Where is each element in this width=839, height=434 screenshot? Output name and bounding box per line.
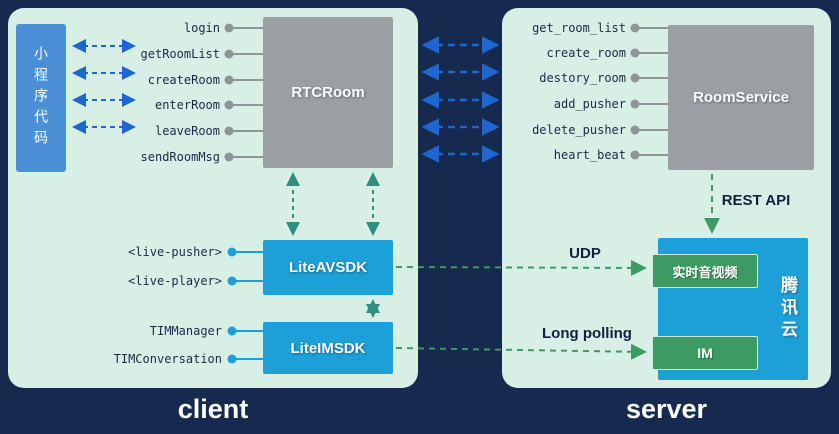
miniprogram-code-label: 小程序代码 (33, 45, 49, 151)
srv-method-destory-room: destory_room (539, 71, 626, 85)
trtc-service-box: 实时音视频 (652, 254, 758, 288)
server-footer-label: server (625, 394, 708, 424)
srv-method-delete-pusher: delete_pusher (532, 123, 626, 137)
trtc-service-label: 实时音视频 (672, 264, 738, 280)
client-server-arrows (421, 36, 500, 163)
liteavsdk-box: LiteAVSDK (263, 240, 393, 295)
timconversation-label: TIMConversation (113, 352, 222, 366)
live-pusher-label: <live-pusher> (128, 245, 222, 259)
rtc-method-login: login (183, 21, 220, 35)
im-service-label: IM (697, 345, 713, 361)
rtcroom-box: RTCRoom (263, 17, 393, 168)
srv-method-get-room-list: get_room_list (532, 21, 626, 35)
live-player-label: <live-player> (128, 274, 222, 288)
srv-method-heart-beat: heart_beat (553, 148, 626, 162)
rtc-method-sendroommsg: sendRoomMsg (140, 150, 220, 164)
rtc-method-enterroom: enterRoom (154, 98, 220, 112)
timmanager-label: TIMManager (149, 324, 222, 338)
liteimsdk-box: LiteIMSDK (263, 322, 393, 374)
im-service-box: IM (652, 336, 758, 370)
rtc-method-createroom: createRoom (147, 73, 220, 87)
udp-label: UDP (569, 245, 601, 262)
client-footer-label: client (177, 394, 249, 424)
tencent-cloud-label: 腾讯云 (778, 276, 797, 342)
srv-method-add-pusher: add_pusher (553, 97, 626, 111)
rest-api-label: REST API (721, 192, 791, 209)
srv-method-create-room: create_room (546, 46, 626, 60)
rtcroom-title: RTCRoom (291, 84, 365, 101)
liteimsdk-title: LiteIMSDK (290, 339, 366, 357)
miniprogram-code-box: 小程序代码 (16, 24, 66, 172)
long-polling-label: Long polling (542, 325, 632, 342)
liteavsdk-title: LiteAVSDK (288, 259, 368, 276)
rtc-method-getroomlist: getRoomList (140, 47, 220, 61)
roomservice-box: RoomService (668, 25, 814, 170)
roomservice-title: RoomService (693, 89, 789, 106)
rtc-method-leaveroom: leaveRoom (154, 124, 220, 138)
